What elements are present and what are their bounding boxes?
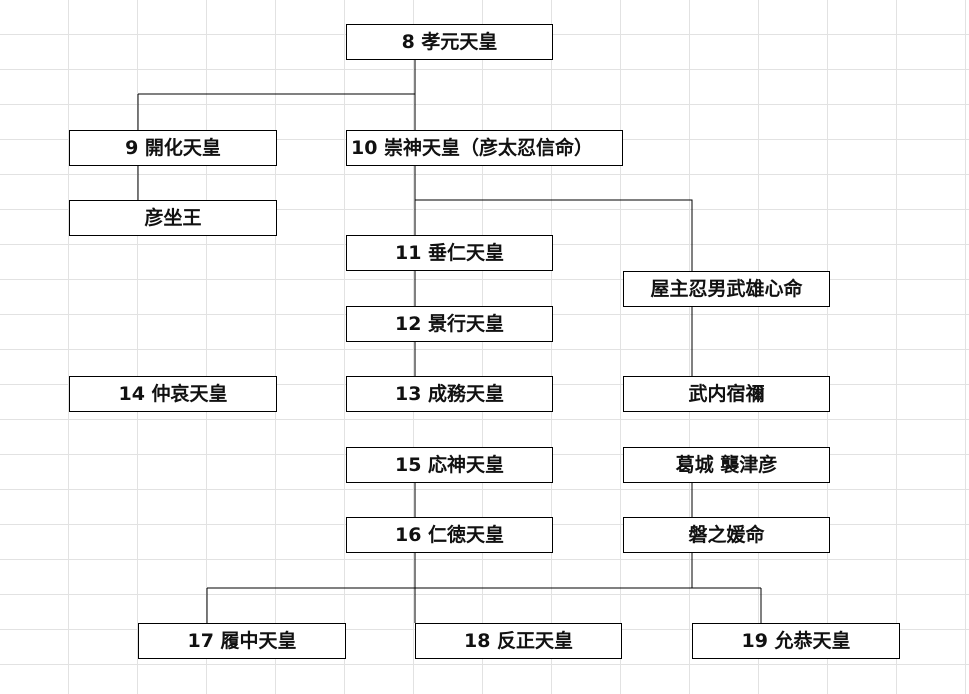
node-katsuragi-sotsuhiko: 葛城 襲津彦 bbox=[623, 447, 830, 483]
node-kaika-tenno: 9 開化天皇 bbox=[69, 130, 277, 166]
connector-10-to-children bbox=[414, 165, 693, 271]
node-nintoku-tenno: 16 仁徳天皇 bbox=[346, 517, 553, 553]
node-takeuchi-no-sukune: 武内宿禰 bbox=[623, 376, 830, 412]
node-ojin-tenno: 15 応神天皇 bbox=[346, 447, 553, 483]
node-suinin-tenno: 11 垂仁天皇 bbox=[346, 235, 553, 271]
node-richu-tenno: 17 履中天皇 bbox=[138, 623, 346, 659]
node-hanzei-tenno: 18 反正天皇 bbox=[415, 623, 622, 659]
connector-16-to-children bbox=[206, 552, 762, 623]
node-hikoimasu-no-miko: 彦坐王 bbox=[69, 200, 277, 236]
node-ingyo-tenno: 19 允恭天皇 bbox=[692, 623, 900, 659]
node-keiko-tenno: 12 景行天皇 bbox=[346, 306, 553, 342]
node-seimu-tenno: 13 成務天皇 bbox=[346, 376, 553, 412]
node-chuai-tenno: 14 仲哀天皇 bbox=[69, 376, 277, 412]
connector-8-to-children bbox=[137, 59, 416, 130]
node-kogen-tenno: 8 孝元天皇 bbox=[346, 24, 553, 60]
node-yanushi-oshio: 屋主忍男武雄心命 bbox=[623, 271, 830, 307]
node-sujin-tenno: 10 崇神天皇（彦太忍信命） bbox=[346, 130, 623, 166]
node-iwanohime: 磐之媛命 bbox=[623, 517, 830, 553]
